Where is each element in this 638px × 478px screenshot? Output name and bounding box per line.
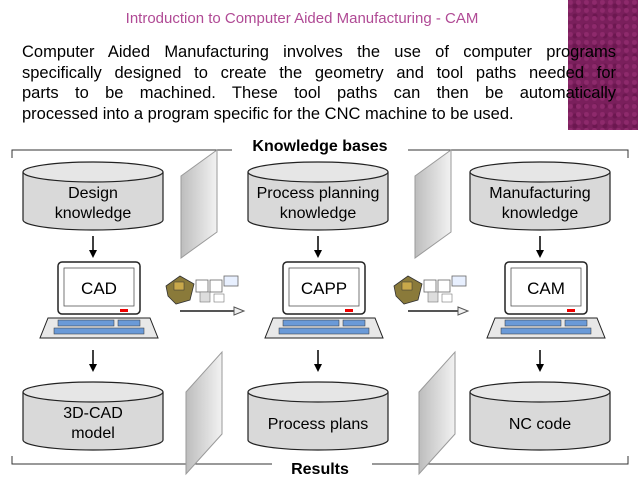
arrow-down [89,236,97,258]
arrow-down [89,350,97,372]
intro-line: Computer Aided Manufacturing involves th… [22,43,616,61]
process-plans-cylinder: Process plans [247,381,389,451]
arrow-down [536,350,544,372]
cad-model-cylinder: 3D-CAD model [22,381,164,451]
result-label: Process plans [268,416,369,433]
kb-label: Design [68,185,118,202]
result-label: model [71,425,115,442]
divider-panel [180,149,456,476]
knowledge-bases-bracket [11,149,629,158]
kb-label: Process planning [257,185,380,202]
knowledge-bases-label: Knowledge bases [252,138,387,155]
kb-label: knowledge [280,205,357,222]
process-planning-knowledge-cylinder: Process planning knowledge [247,161,389,231]
intro-paragraph: Computer Aided Manufacturing involves th… [22,42,616,124]
slide-header: Introduction to Computer Aided Manufactu… [125,10,479,27]
system-label: CAD [81,279,117,298]
manufacturing-knowledge-cylinder: Manufacturing knowledge [469,161,611,231]
results-label: Results [291,461,349,478]
result-label: 3D-CAD [63,405,123,422]
result-label: NC code [509,416,571,433]
cam-computer: CAM [486,261,606,339]
kb-label: Manufacturing [489,185,590,202]
plan-transfer-icon [393,275,470,316]
kb-label: knowledge [502,205,579,222]
arrow-down [314,350,322,372]
results-bracket [11,456,629,465]
corner-decoration [568,0,638,130]
capp-computer: CAPP [264,261,384,339]
arrow-down [536,236,544,258]
intro-line: specifically designed to create the geom… [22,63,616,82]
intro-line: processed into a program specific for th… [22,104,514,123]
kb-label: knowledge [55,205,132,222]
design-knowledge-cylinder: Design knowledge [22,161,164,231]
model-transfer-icon [165,275,246,316]
cad-computer: CAD [39,261,159,339]
arrow-down [314,236,322,258]
system-label: CAPP [301,279,347,298]
nc-code-cylinder: NC code [469,381,611,451]
system-label: CAM [527,279,565,298]
intro-line: parts to be machined. These tool paths c… [22,84,616,102]
